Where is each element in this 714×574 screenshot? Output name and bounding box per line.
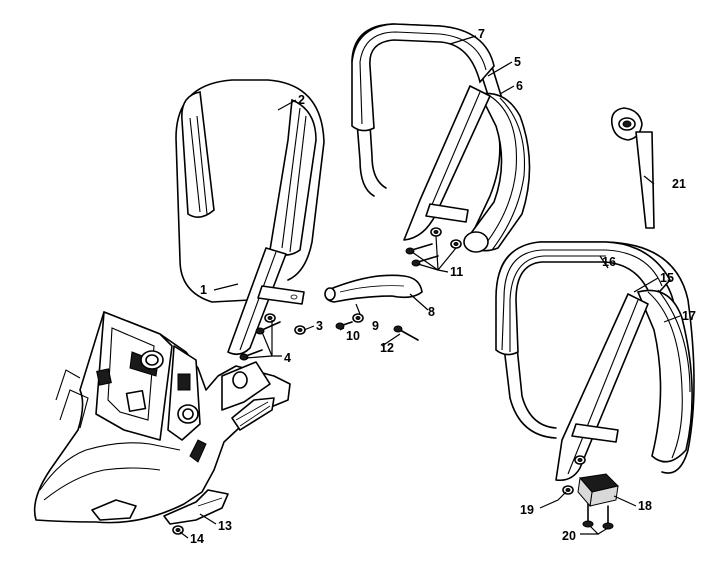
callout-labels: 1 2 3 4 5 6 7 8 9 10 11 12 13 14 15 16 1… (190, 27, 696, 546)
callout-17: 17 (682, 309, 696, 323)
part-21-wrench (610, 107, 655, 229)
callout-2: 2 (298, 93, 305, 107)
callout-5: 5 (514, 55, 521, 69)
callout-10: 10 (346, 329, 360, 343)
callout-3: 3 (316, 319, 323, 333)
callout-8: 8 (428, 305, 435, 319)
screw-14 (172, 525, 184, 535)
saw-housing (33, 311, 291, 524)
screw-3 (294, 325, 306, 335)
callout-16: 16 (602, 255, 616, 269)
callout-1: 1 (200, 283, 207, 297)
callout-7: 7 (478, 27, 485, 41)
callout-19: 19 (520, 503, 534, 517)
screw-20 (582, 503, 614, 530)
screw-4c (239, 349, 263, 361)
handlebar-left (175, 79, 325, 361)
handlebar-right (495, 241, 695, 530)
screw-9 (352, 313, 364, 323)
screw-4b (264, 313, 276, 323)
callout-6: 6 (516, 79, 523, 93)
screw-11d (450, 239, 462, 249)
grip-left (181, 91, 215, 218)
callout-13: 13 (218, 519, 232, 533)
callout-18: 18 (638, 499, 652, 513)
leader-lines (179, 35, 681, 539)
part-18-block (577, 473, 619, 508)
screw-10 (335, 321, 353, 330)
part-8-cover (324, 274, 423, 303)
grip-top (351, 23, 495, 132)
screw-11a (405, 243, 433, 255)
screw-12 (393, 325, 419, 341)
callout-15: 15 (660, 271, 674, 285)
screw-19 (562, 455, 586, 495)
callout-20: 20 (562, 529, 576, 543)
callout-9: 9 (372, 319, 379, 333)
grip-right-side (636, 289, 693, 463)
callout-21: 21 (672, 177, 686, 191)
callout-12: 12 (380, 341, 394, 355)
screw-11c (430, 227, 442, 237)
callout-11: 11 (450, 265, 463, 279)
handlebar-top (351, 23, 531, 267)
callout-14: 14 (190, 532, 204, 546)
callout-4: 4 (284, 351, 291, 365)
part-13-bracket (163, 489, 229, 525)
